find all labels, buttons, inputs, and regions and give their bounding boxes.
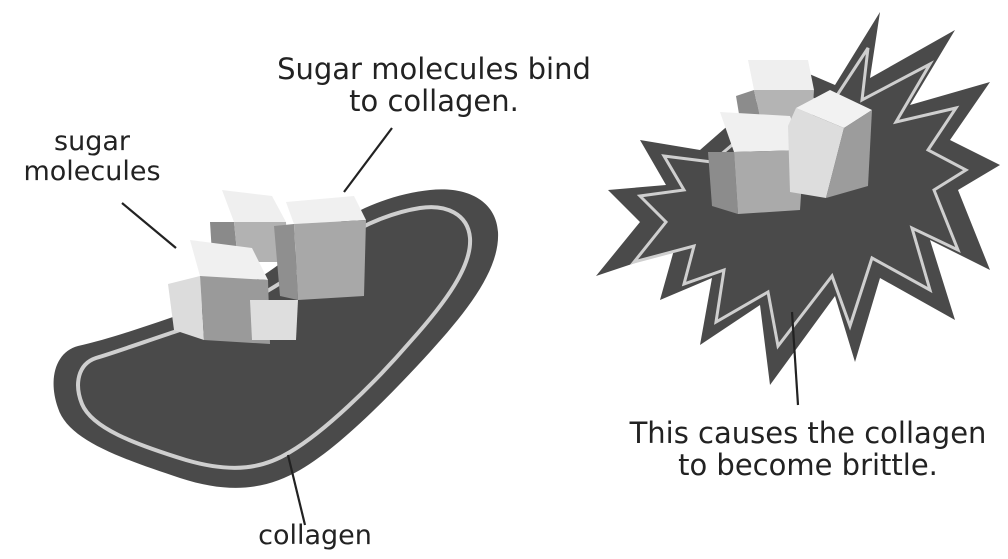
- label-sugar-molecules: sugar molecules: [14, 127, 170, 187]
- leader-line-bind: [344, 128, 392, 192]
- leader-line-sugar-molecules: [122, 203, 176, 248]
- label-brittle: This causes the collagen to become britt…: [614, 417, 1002, 482]
- label-bind: Sugar molecules bind to collagen.: [254, 53, 614, 118]
- label-collagen: collagen: [230, 521, 400, 551]
- sugar-cube-right-right: [788, 90, 872, 198]
